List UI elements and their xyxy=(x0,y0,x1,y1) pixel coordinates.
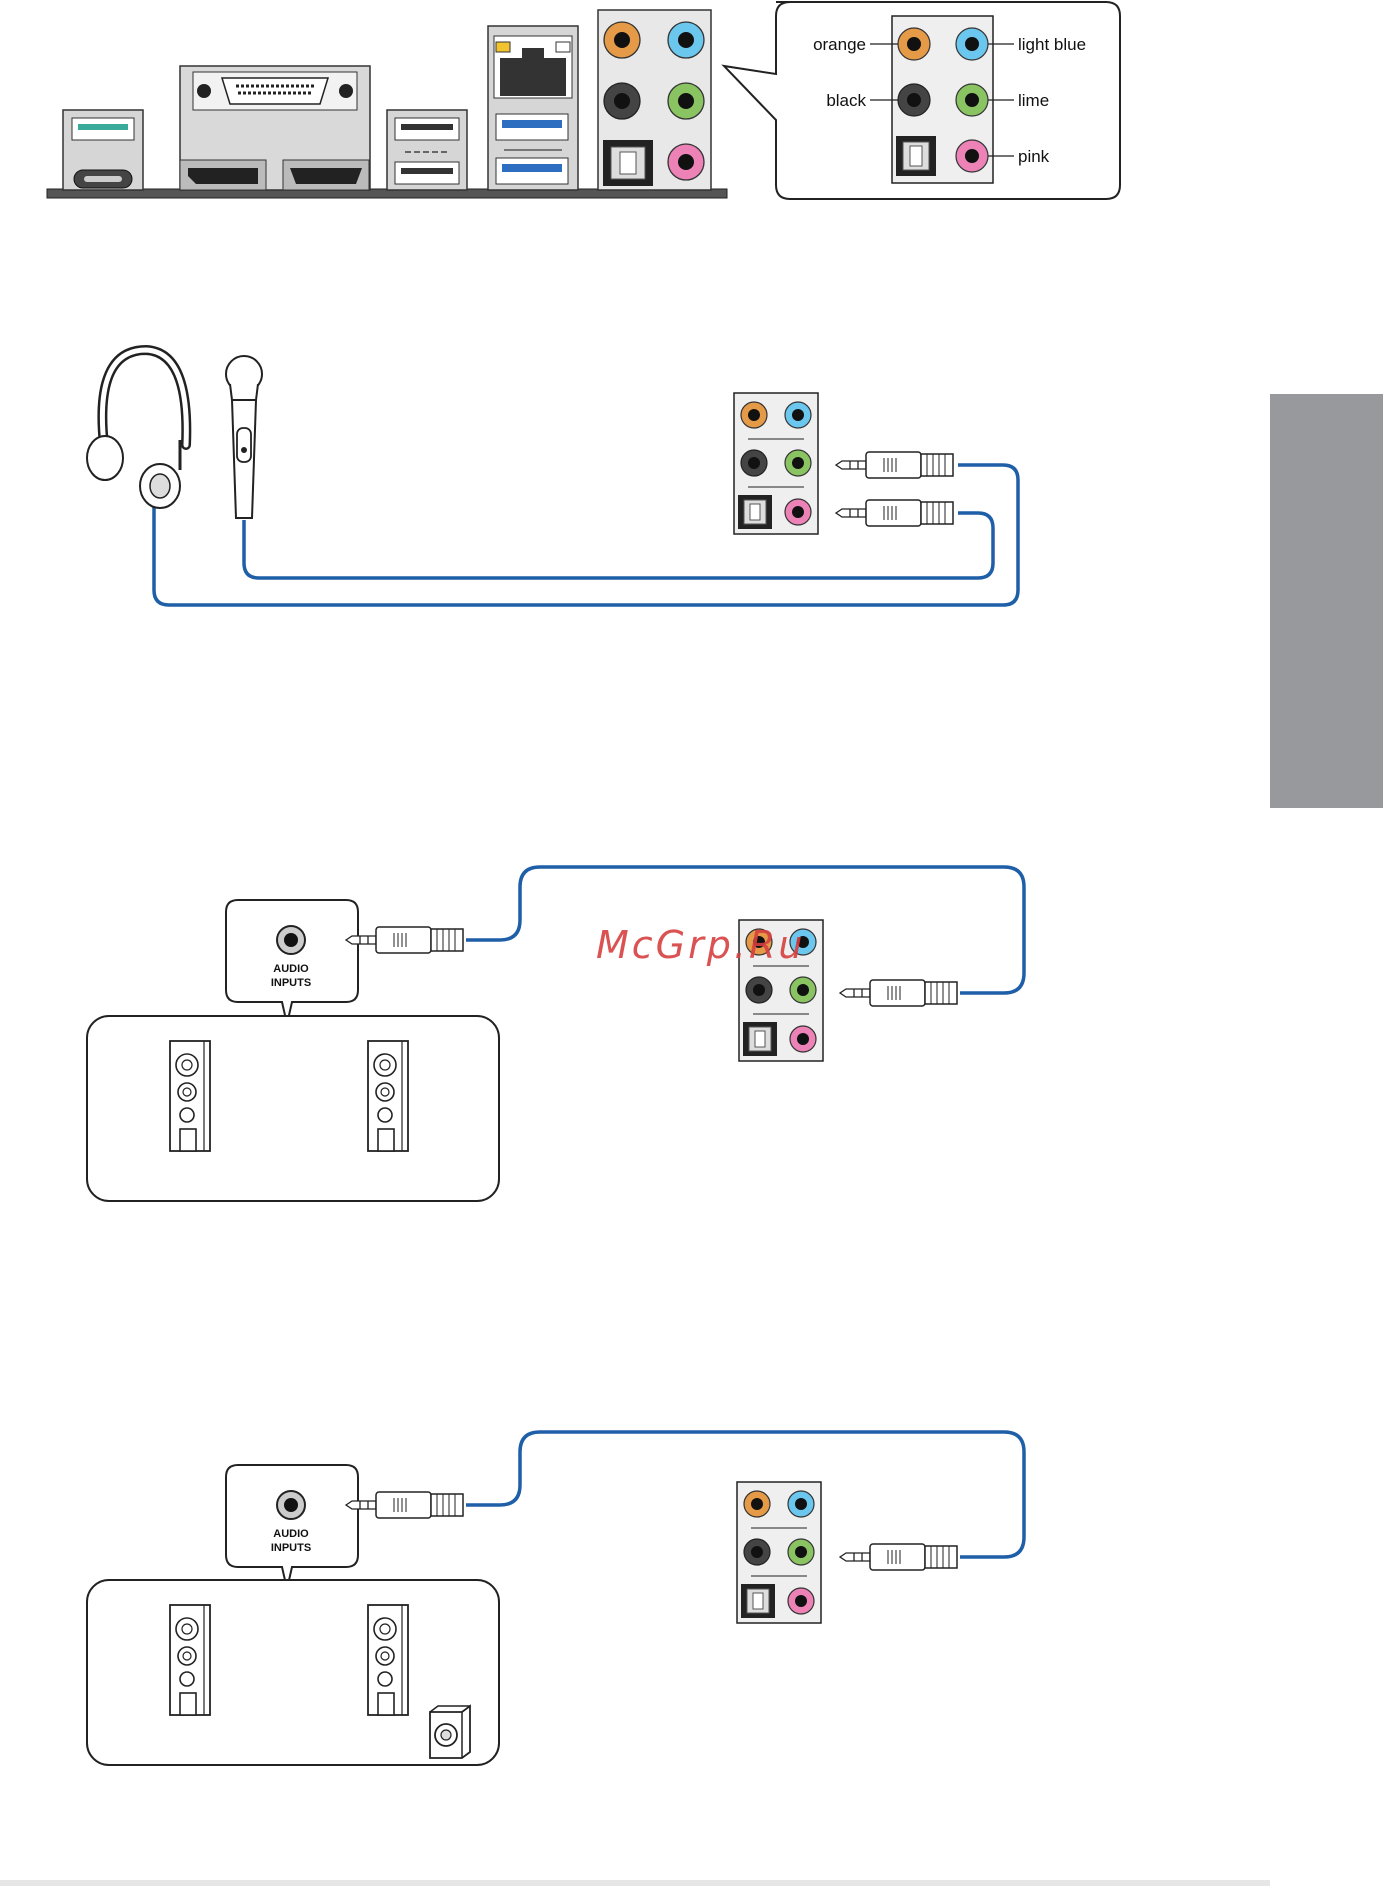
headphone-plug xyxy=(836,452,953,478)
line-out-plug-2ch xyxy=(840,980,957,1006)
audio-inputs-label-line1-21: AUDIO xyxy=(273,1528,309,1540)
label-black: black xyxy=(826,91,866,110)
audio-jack-panel-1 xyxy=(734,393,818,534)
headphone-mic-diagram xyxy=(87,350,1018,605)
right-speaker-icon-21 xyxy=(368,1605,408,1715)
rear-io-panel xyxy=(47,10,727,198)
audio-inputs-label-line2-21: INPUTS xyxy=(271,1542,311,1554)
audio-inputs-label-line2: INPUTS xyxy=(271,977,311,989)
usb-port-stack xyxy=(387,110,467,190)
jack-color-callout: orange black light blue lime pink xyxy=(724,2,1120,199)
speaker-21ch-diagram: AUDIO INPUTS xyxy=(87,1432,1024,1765)
microphone-plug xyxy=(836,500,953,526)
right-speaker-icon xyxy=(368,1041,408,1151)
label-light-blue: light blue xyxy=(1018,35,1086,54)
dvi-hdmi-port-stack xyxy=(180,66,370,190)
microphone-icon xyxy=(226,356,262,518)
line-out-plug-21ch xyxy=(840,1544,957,1570)
headphone-cable xyxy=(154,465,1018,605)
left-speaker-icon-21 xyxy=(170,1605,210,1715)
audio-inputs-label-line1: AUDIO xyxy=(273,963,309,975)
audio-inputs-box-21ch xyxy=(226,1465,358,1589)
usb-c-port-stack xyxy=(63,110,143,190)
speaker-set-2ch xyxy=(87,1016,499,1201)
audio-inputs-box-2ch xyxy=(226,900,358,1024)
label-orange: orange xyxy=(813,35,866,54)
audio-jack-panel-3 xyxy=(737,1482,821,1623)
lan-usb3-port-stack xyxy=(488,26,578,190)
speaker-input-plug-2ch xyxy=(346,927,463,953)
headphones-icon xyxy=(87,350,186,508)
speaker-input-plug-21ch xyxy=(346,1492,463,1518)
subwoofer-icon xyxy=(430,1706,470,1758)
left-speaker-icon xyxy=(170,1041,210,1151)
rear-audio-jack-panel xyxy=(598,10,711,190)
label-pink: pink xyxy=(1018,147,1050,166)
watermark: McGrp.Ru xyxy=(596,923,805,967)
speaker-2ch-diagram: AUDIO INPUTS xyxy=(87,867,1024,1201)
label-lime: lime xyxy=(1018,91,1049,110)
